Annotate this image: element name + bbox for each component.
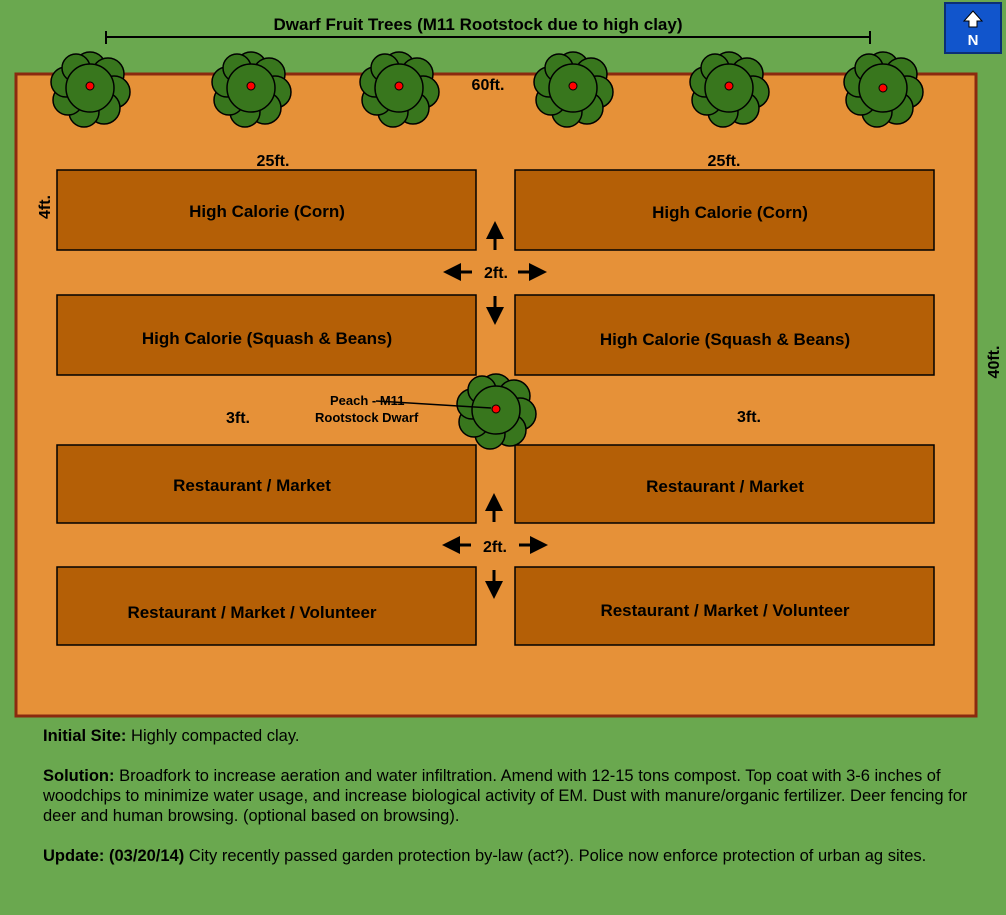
compass-label: N [968, 32, 979, 49]
path-width-label-top: 2ft. [484, 265, 508, 282]
update-label: Update: [43, 847, 105, 865]
initial-site-label: Initial Site: [43, 727, 127, 745]
bed-label: High Calorie (Squash & Beans) [142, 329, 392, 348]
tree-center-dot [878, 83, 888, 93]
tree-center-dot [85, 81, 95, 91]
bed-length-label-right: 25ft. [708, 153, 741, 170]
update-text: City recently passed garden protection b… [184, 847, 927, 865]
bed-label: Restaurant / Market / Volunteer [600, 601, 849, 620]
peach-label-line1: Peach - M11 [330, 393, 404, 408]
initial-site-text: Highly compacted clay. [126, 727, 300, 745]
initial-site-note: Initial Site: Highly compacted clay. [43, 726, 973, 746]
bed-gap-label-right: 3ft. [737, 409, 761, 426]
site-notes: Initial Site: Highly compacted clay. Sol… [43, 726, 973, 886]
tree-center-dot [568, 81, 578, 91]
bed-label: Restaurant / Market / Volunteer [127, 603, 376, 622]
bed-squash-beans-left [56, 294, 477, 376]
bed-volunteer-right [514, 566, 935, 646]
update-date: (03/20/14) [104, 847, 185, 865]
tree-center-dot [394, 81, 404, 91]
bed-volunteer-left [56, 566, 477, 646]
bed-market-right [514, 444, 935, 524]
bed-corn-left [56, 169, 477, 251]
site-height-label: 40ft. [986, 346, 1003, 379]
peach-label-line2: Rootstock Dwarf [315, 410, 419, 425]
compass: N [944, 2, 1002, 54]
bed-length-label-left: 25ft. [257, 153, 290, 170]
solution-label: Solution: [43, 767, 115, 785]
bed-corn-right [514, 169, 935, 251]
path-width-label-bottom: 2ft. [483, 539, 507, 556]
bed-label: Restaurant / Market [646, 477, 804, 496]
diagram-title: Dwarf Fruit Trees (M11 Rootstock due to … [273, 15, 682, 34]
bed-market-left [56, 444, 477, 524]
bed-label: High Calorie (Squash & Beans) [600, 330, 850, 349]
north-arrow-icon [962, 10, 984, 28]
bed-label: Restaurant / Market [173, 476, 331, 495]
bed-width-label: 4ft. [37, 195, 54, 219]
tree-center-dot [246, 81, 256, 91]
solution-text: Broadfork to increase aeration and water… [43, 767, 968, 825]
tree-center-dot [724, 81, 734, 91]
bed-squash-beans-right [514, 294, 935, 376]
solution-note: Solution: Broadfork to increase aeration… [43, 766, 973, 826]
update-note: Update: (03/20/14) City recently passed … [43, 846, 973, 866]
site-width-label: 60ft. [472, 77, 505, 94]
peach-callout-line [375, 400, 492, 409]
bed-label: High Calorie (Corn) [652, 203, 808, 222]
bed-label: High Calorie (Corn) [189, 202, 345, 221]
peach-tree-dot [491, 404, 501, 414]
bed-gap-label-left: 3ft. [226, 410, 250, 427]
